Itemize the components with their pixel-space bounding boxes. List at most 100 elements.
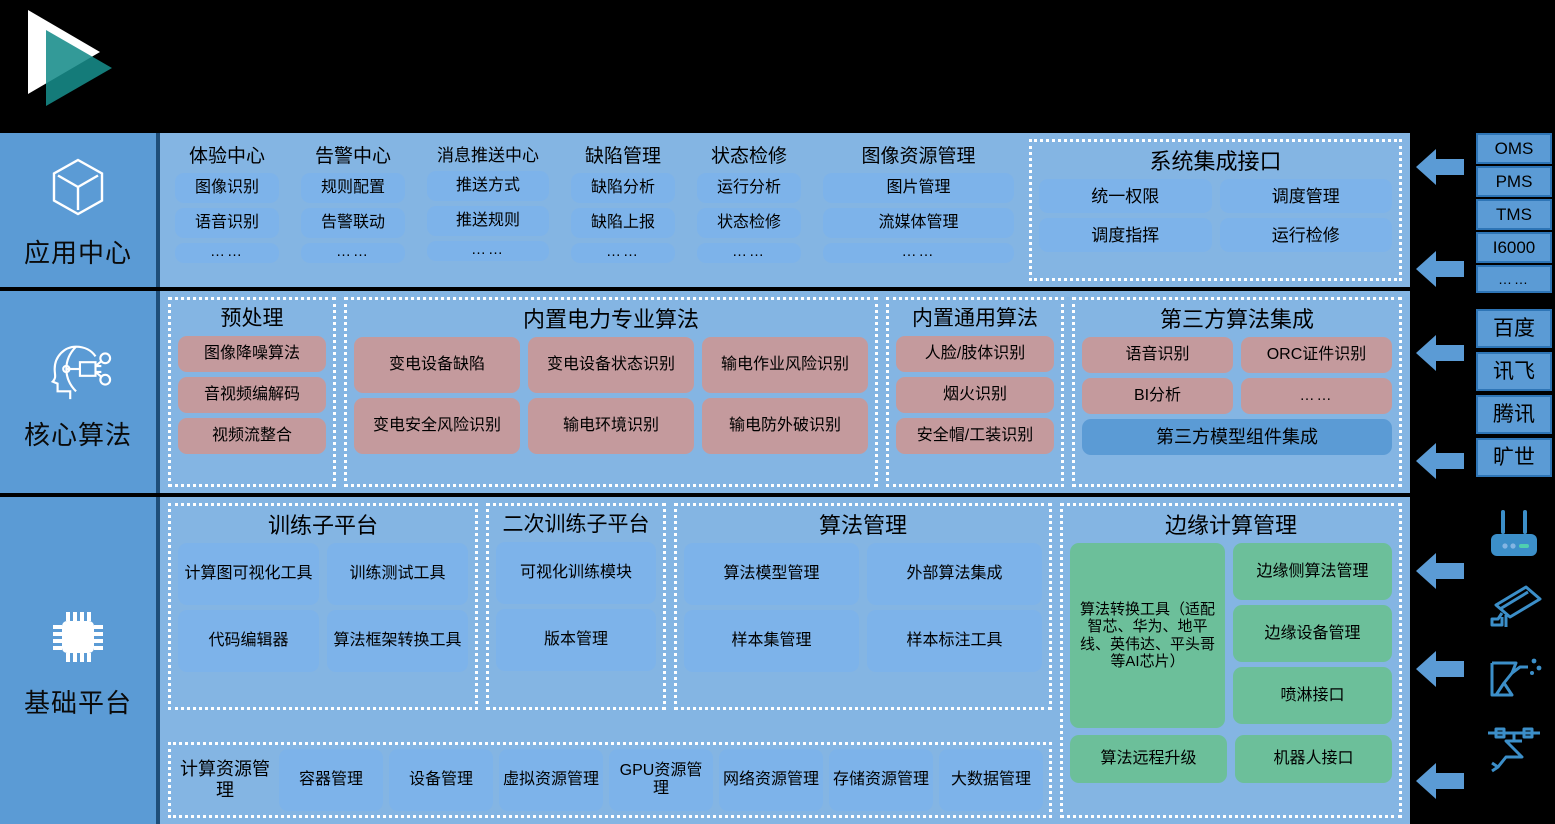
card-item[interactable]: 计算图可视化工具 xyxy=(178,543,319,606)
card-item[interactable]: GPU资源管理 xyxy=(609,749,713,811)
card-item[interactable]: 输电作业风险识别 xyxy=(702,337,868,394)
chip-vendor[interactable]: 讯飞 xyxy=(1476,352,1552,391)
card-item[interactable]: 算法框架转换工具 xyxy=(327,610,468,673)
card-item-more[interactable]: …… xyxy=(571,242,675,263)
card-item[interactable]: 图像识别 xyxy=(175,172,279,203)
chip-system[interactable]: PMS xyxy=(1476,166,1552,197)
external-chip-list: OMS PMS TMS I6000 …… 百度 讯飞 腾讯 旷世 xyxy=(1476,133,1552,787)
card-algorithm-conversion-tool[interactable]: 算法转换工具（适配智芯、华为、地平线、英伟达、平头哥等AI芯片） xyxy=(1070,543,1225,729)
rail-application-center: 应用中心 xyxy=(0,133,160,287)
chip-system[interactable]: OMS xyxy=(1476,133,1552,164)
card-item[interactable]: 边缘侧算法管理 xyxy=(1233,543,1392,601)
group-image-resource-management: 图像资源管理 图片管理 流媒体管理 …… xyxy=(816,139,1021,281)
inspection-robot-icon xyxy=(1476,715,1552,787)
chip-vendor[interactable]: 腾讯 xyxy=(1476,395,1552,434)
card-item[interactable]: 训练测试工具 xyxy=(327,543,468,606)
left-arrow-icon xyxy=(1414,141,1466,193)
card-item[interactable]: 算法远程升级 xyxy=(1070,735,1227,784)
router-gateway-icon xyxy=(1476,499,1552,571)
layer-separator xyxy=(0,493,1410,497)
card-item[interactable]: 音视频编解码 xyxy=(178,377,326,414)
card-item[interactable]: BI分析 xyxy=(1082,378,1233,415)
layer-board: 应用中心 体验中心 图像识别 语音识别 …… 告警中心 规则配置 告警联动 ……… xyxy=(0,133,1410,824)
card-item[interactable]: 容器管理 xyxy=(279,749,383,811)
card-item[interactable]: 运行分析 xyxy=(697,172,801,203)
chip-system[interactable]: TMS xyxy=(1476,199,1552,230)
card-item-more[interactable]: …… xyxy=(697,242,801,263)
arrow-column xyxy=(1414,133,1472,824)
card-item-more[interactable]: …… xyxy=(175,242,279,263)
card-item[interactable]: 状态检修 xyxy=(697,207,801,238)
card-item[interactable]: 算法模型管理 xyxy=(684,543,859,606)
card-item[interactable]: 变电安全风险识别 xyxy=(354,398,520,455)
card-item[interactable]: 代码编辑器 xyxy=(178,610,319,673)
group-title: 消息推送中心 xyxy=(437,146,539,165)
left-arrow-icon xyxy=(1414,327,1466,379)
card-item[interactable]: 视频流整合 xyxy=(178,418,326,455)
card-item-more[interactable]: …… xyxy=(427,240,549,261)
hexagon-cube-icon xyxy=(42,151,114,223)
group-title: 系统集成接口 xyxy=(1149,149,1282,174)
card-item[interactable]: 流媒体管理 xyxy=(823,207,1014,238)
card-item[interactable]: 样本标注工具 xyxy=(867,610,1042,673)
card-item[interactable]: 规则配置 xyxy=(301,172,405,203)
card-item-more[interactable]: …… xyxy=(1241,378,1392,415)
card-item[interactable]: 图片管理 xyxy=(823,172,1014,203)
card-third-party-model-integration[interactable]: 第三方模型组件集成 xyxy=(1082,419,1392,456)
group-title: 图像资源管理 xyxy=(861,146,976,167)
left-arrow-icon xyxy=(1414,243,1466,295)
card-item[interactable]: 缺陷分析 xyxy=(571,172,675,203)
card-item[interactable]: 边缘设备管理 xyxy=(1233,605,1392,663)
card-item[interactable]: 设备管理 xyxy=(389,749,493,811)
brand-logo xyxy=(28,8,138,123)
card-item[interactable]: 喷淋接口 xyxy=(1233,667,1392,725)
card-item[interactable]: 安全帽/工装识别 xyxy=(896,418,1054,455)
group-title: 缺陷管理 xyxy=(584,146,661,167)
card-item[interactable]: 存储资源管理 xyxy=(829,749,933,811)
cpu-chip-icon xyxy=(42,601,114,673)
card-item[interactable]: 语音识别 xyxy=(1082,337,1233,374)
card-item-more[interactable]: …… xyxy=(301,242,405,263)
chip-system-more[interactable]: …… xyxy=(1476,265,1552,293)
card-item[interactable]: 图像降噪算法 xyxy=(178,336,326,373)
group-training-subplatform: 训练子平台 计算图可视化工具 代码编辑器 训练测试工具 算法框架转换工具 xyxy=(168,503,478,710)
card-item[interactable]: 输电防外破识别 xyxy=(702,398,868,455)
card-item[interactable]: 统一权限 xyxy=(1039,179,1212,214)
group-title: 算法管理 xyxy=(818,513,907,538)
group-title: 告警中心 xyxy=(314,146,391,167)
group-title: 内置电力专业算法 xyxy=(522,307,699,332)
card-item[interactable]: 网络资源管理 xyxy=(719,749,823,811)
card-item[interactable]: 样本集管理 xyxy=(684,610,859,673)
card-item[interactable]: 大数据管理 xyxy=(939,749,1043,811)
card-item[interactable]: 调度管理 xyxy=(1219,179,1392,214)
card-item-more[interactable]: …… xyxy=(823,242,1014,263)
group-title: 计算资源管理 xyxy=(180,759,270,800)
chip-vendor[interactable]: 百度 xyxy=(1476,309,1552,348)
chip-vendor[interactable]: 旷世 xyxy=(1476,438,1552,477)
card-item[interactable]: 输电环境识别 xyxy=(528,398,694,455)
card-item[interactable]: 运行检修 xyxy=(1219,218,1392,253)
rail-label-core-algorithms: 核心算法 xyxy=(23,419,132,450)
card-item[interactable]: 版本管理 xyxy=(496,609,656,672)
card-item[interactable]: 机器人接口 xyxy=(1235,735,1392,784)
card-item[interactable]: 推送规则 xyxy=(427,205,549,236)
card-item[interactable]: 人脸/肢体识别 xyxy=(896,336,1054,373)
rail-core-algorithms: 核心算法 xyxy=(0,291,160,493)
card-item[interactable]: 变电设备状态识别 xyxy=(528,337,694,394)
card-item[interactable]: ORC证件识别 xyxy=(1241,337,1392,374)
base-platform-upper-row: 训练子平台 计算图可视化工具 代码编辑器 训练测试工具 算法框架转换工具 xyxy=(168,503,1052,710)
card-item[interactable]: 推送方式 xyxy=(427,170,549,201)
card-item[interactable]: 告警联动 xyxy=(301,207,405,238)
card-item[interactable]: 外部算法集成 xyxy=(867,543,1042,606)
card-item[interactable]: 语音识别 xyxy=(175,207,279,238)
chip-system[interactable]: I6000 xyxy=(1476,232,1552,263)
card-item[interactable]: 缺陷上报 xyxy=(571,207,675,238)
left-arrow-icon xyxy=(1414,755,1466,807)
card-item[interactable]: 调度指挥 xyxy=(1039,218,1212,253)
card-item[interactable]: 虚拟资源管理 xyxy=(499,749,603,811)
card-item[interactable]: 烟火识别 xyxy=(896,377,1054,414)
group-edge-computing-management: 边缘计算管理 算法转换工具（适配智芯、华为、地平线、英伟达、平头哥等AI芯片） … xyxy=(1060,503,1402,818)
rail-base-platform: 基础平台 xyxy=(0,497,160,824)
card-item[interactable]: 变电设备缺陷 xyxy=(354,337,520,394)
card-item[interactable]: 可视化训练模块 xyxy=(496,542,656,605)
